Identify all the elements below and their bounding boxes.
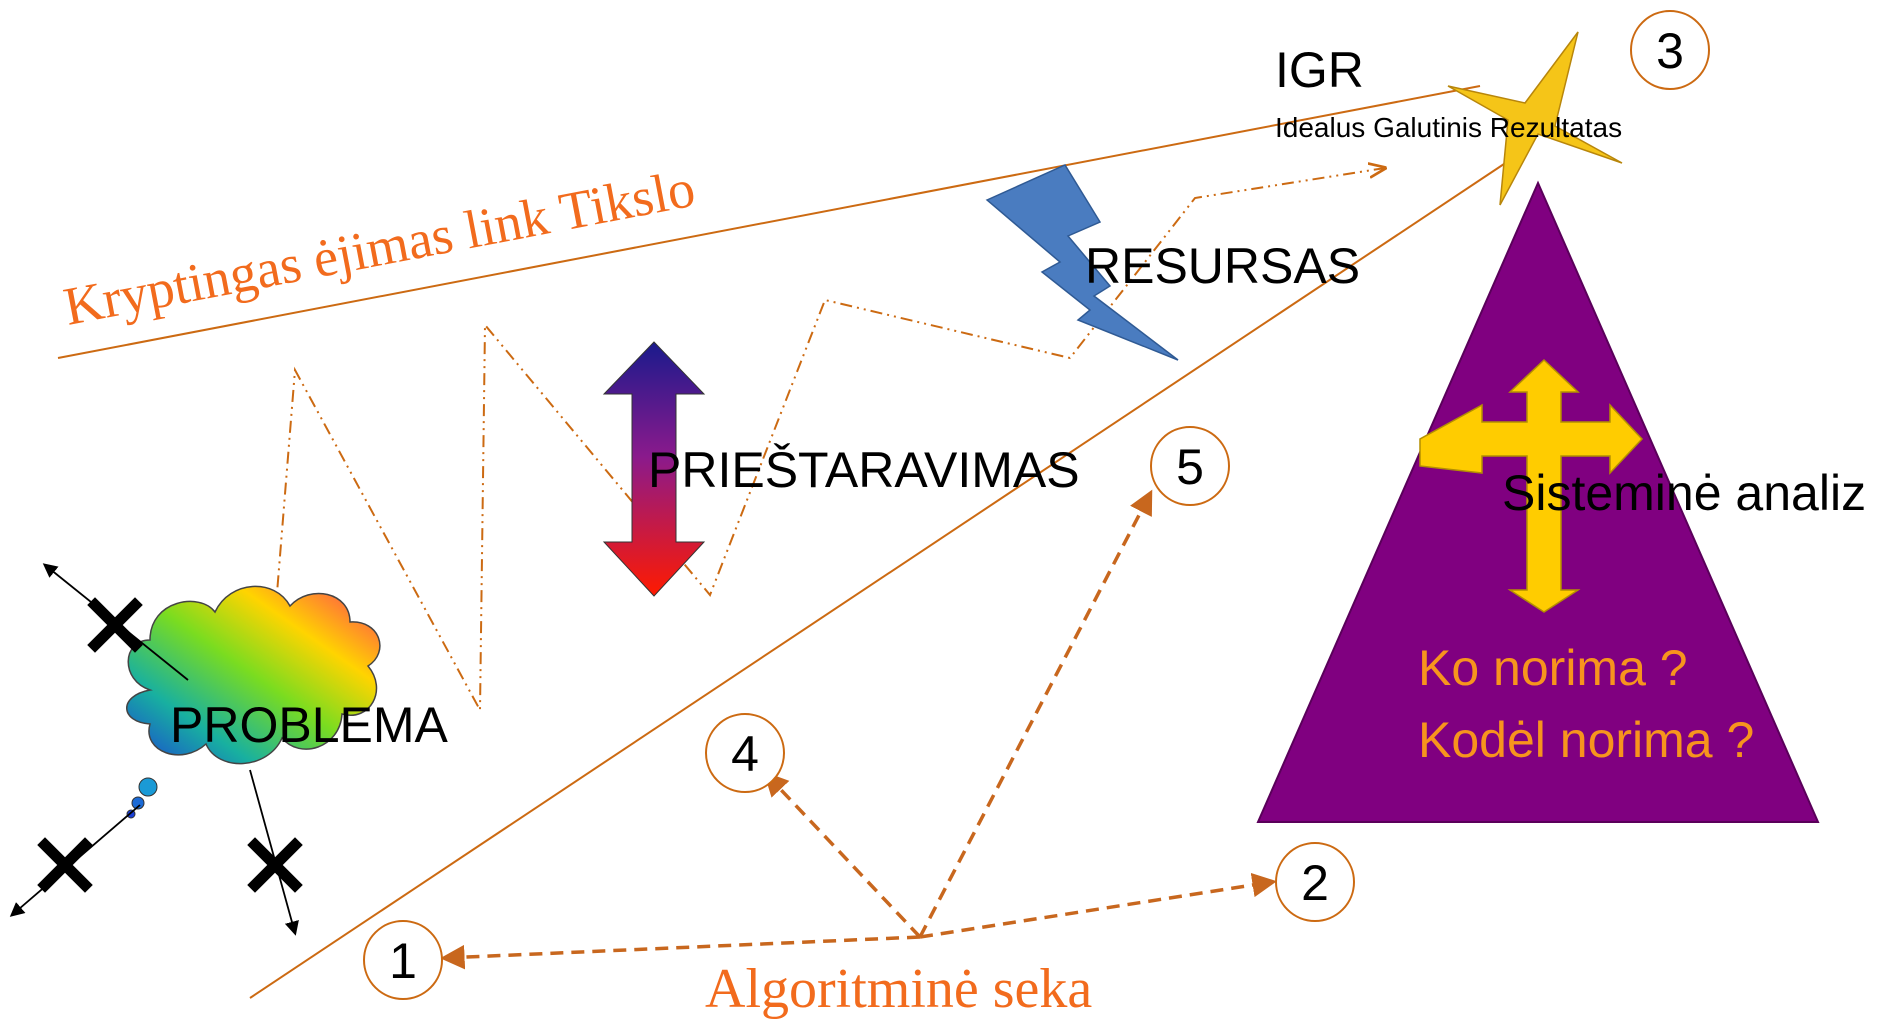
svg-text:4: 4 [731,726,759,782]
step-3: 3 [1630,10,1710,90]
svg-text:5: 5 [1176,439,1204,495]
failed-direction-arrow-3 [249,769,299,936]
question-why: Kodėl norima ? [1418,712,1754,768]
zigzag-search-path [269,168,1385,714]
igr-label: IGR [1275,42,1364,98]
x-mark-icon [87,597,143,653]
goal-path-label: Kryptingas ėjimas link Tikslo [59,158,699,337]
algorithm-label: Algoritminė seka [705,958,1092,1020]
star-icon [1447,31,1623,206]
resource-label: RESURSAS [1085,238,1360,294]
step-2: 2 [1275,842,1355,922]
step-1: 1 [363,920,443,1000]
problem-label: PROBLEMA [170,697,449,753]
cloud-icon [126,585,381,819]
diagonal-goal-line [249,159,1511,999]
x-mark-icon [247,837,303,893]
four-way-arrow-icon [1419,358,1644,613]
step-4: 4 [705,713,785,793]
contradiction-label: PRIEŠTARAVIMAS [648,442,1080,498]
question-what: Ko norima ? [1418,640,1688,696]
svg-text:1: 1 [389,933,417,989]
algorithm-arrows [440,489,1277,970]
svg-text:2: 2 [1301,855,1329,911]
svg-text:3: 3 [1656,23,1684,79]
igr-full-label: Idealus Galutinis Rezultatas [1275,112,1622,143]
system-analysis-label: Sisteminė analiz [1502,465,1866,521]
x-mark-icon [37,837,93,893]
step-5: 5 [1150,426,1230,506]
lightning-bolt-icon [985,164,1179,361]
goal-direction-line [57,85,1481,359]
double-arrow-icon [602,341,706,597]
